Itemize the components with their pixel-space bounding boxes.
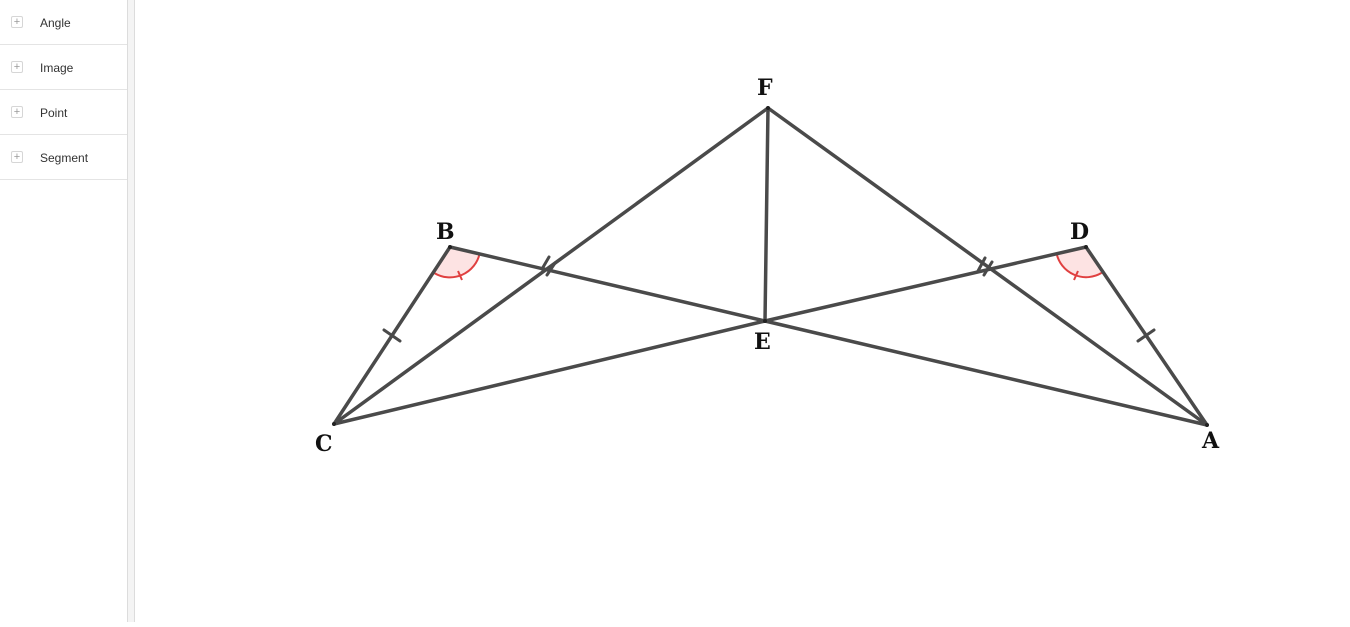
graphics-view[interactable]: F B D E C A [135,0,1350,622]
point-f[interactable] [766,106,770,110]
point-d[interactable] [1084,245,1088,249]
expand-plus-icon[interactable]: + [11,61,23,73]
segment-fe[interactable] [763,106,770,323]
category-point[interactable]: + Point [0,90,127,135]
expand-plus-icon[interactable]: + [11,106,23,118]
category-label: Image [40,61,74,75]
point-label-d[interactable]: D [1070,219,1089,245]
point-label-e[interactable]: E [754,329,771,355]
angle-b-tick [457,270,463,281]
category-segment[interactable]: + Segment [0,135,127,180]
point-label-a[interactable]: A [1201,428,1220,454]
segment-ce[interactable] [332,319,767,426]
tick-double-dh-1 [976,256,987,273]
angle-b-arc[interactable] [434,253,481,279]
tick-single-da [1136,328,1156,343]
point-c[interactable] [332,422,336,426]
segment-ea[interactable] [763,319,1209,427]
segment-be[interactable] [448,245,767,323]
algebra-view: + Angle + Image + Point + Segment [0,0,128,622]
geometry-canvas[interactable]: F B D E C A [135,0,1350,622]
point-a[interactable] [1205,423,1209,427]
tick-double-bg-2 [545,261,557,277]
point-label-b[interactable]: B [436,219,455,245]
point-b[interactable] [448,245,452,249]
point-label-c[interactable]: C [315,431,333,457]
segment-ed[interactable] [763,245,1088,323]
category-label: Segment [40,151,89,165]
category-angle[interactable]: + Angle [0,0,127,45]
expand-plus-icon[interactable]: + [11,16,23,28]
angle-d-tick [1073,270,1079,281]
view-splitter[interactable] [128,0,135,622]
category-label: Point [40,106,68,120]
angle-d-arc[interactable] [1055,253,1103,279]
tick-double-bg-1 [540,255,551,271]
category-label: Angle [40,16,71,30]
tick-double-dh-2 [982,260,994,277]
segment-cf[interactable] [332,106,770,426]
point-label-f[interactable]: F [757,75,773,101]
tick-single-cb [382,328,402,343]
category-image[interactable]: + Image [0,45,127,90]
expand-plus-icon[interactable]: + [11,151,23,163]
point-e[interactable] [763,319,767,323]
